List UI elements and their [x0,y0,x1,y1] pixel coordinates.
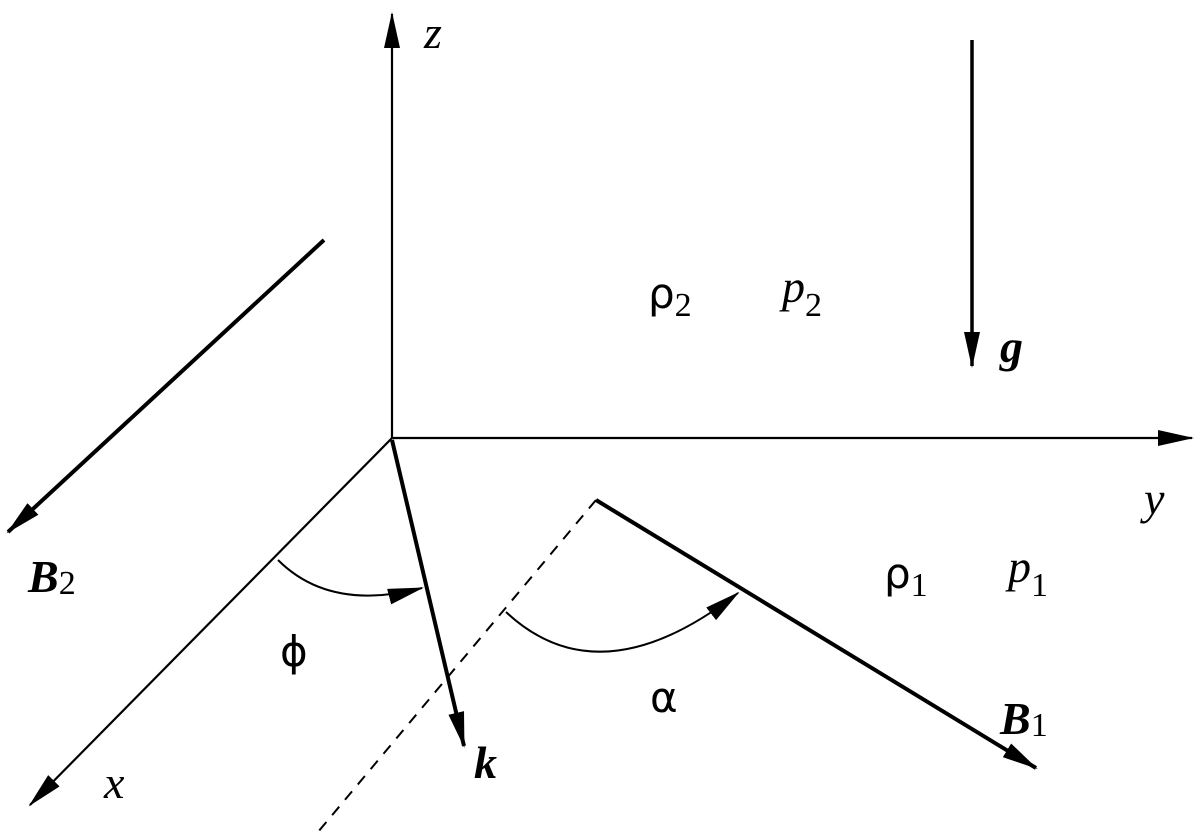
z-axis-label: z [423,7,442,58]
k-vector [390,439,466,748]
rho1-label: ρ1 [884,549,928,604]
x-axis-label: x [103,757,125,808]
p1-label: p1 [1005,541,1048,604]
b1-vector [594,498,1038,770]
alpha-angle-arc [505,591,740,653]
phi-angle-arc [277,559,424,605]
projection-dashed-line [317,499,597,833]
g-vector-label: g [999,321,1023,372]
x-axis [28,437,393,807]
alpha-angle-label: α [650,673,678,722]
k-vector-label: k [474,737,497,788]
y-axis-label: y [1140,473,1165,524]
phi-angle-label: ϕ [280,627,308,676]
p2-label: p2 [779,261,822,324]
b2-vector-label: B2 [27,551,76,602]
b2-vector [6,238,326,534]
rho2-label: ρ2 [648,269,692,324]
b1-vector-label: B1 [999,693,1048,744]
